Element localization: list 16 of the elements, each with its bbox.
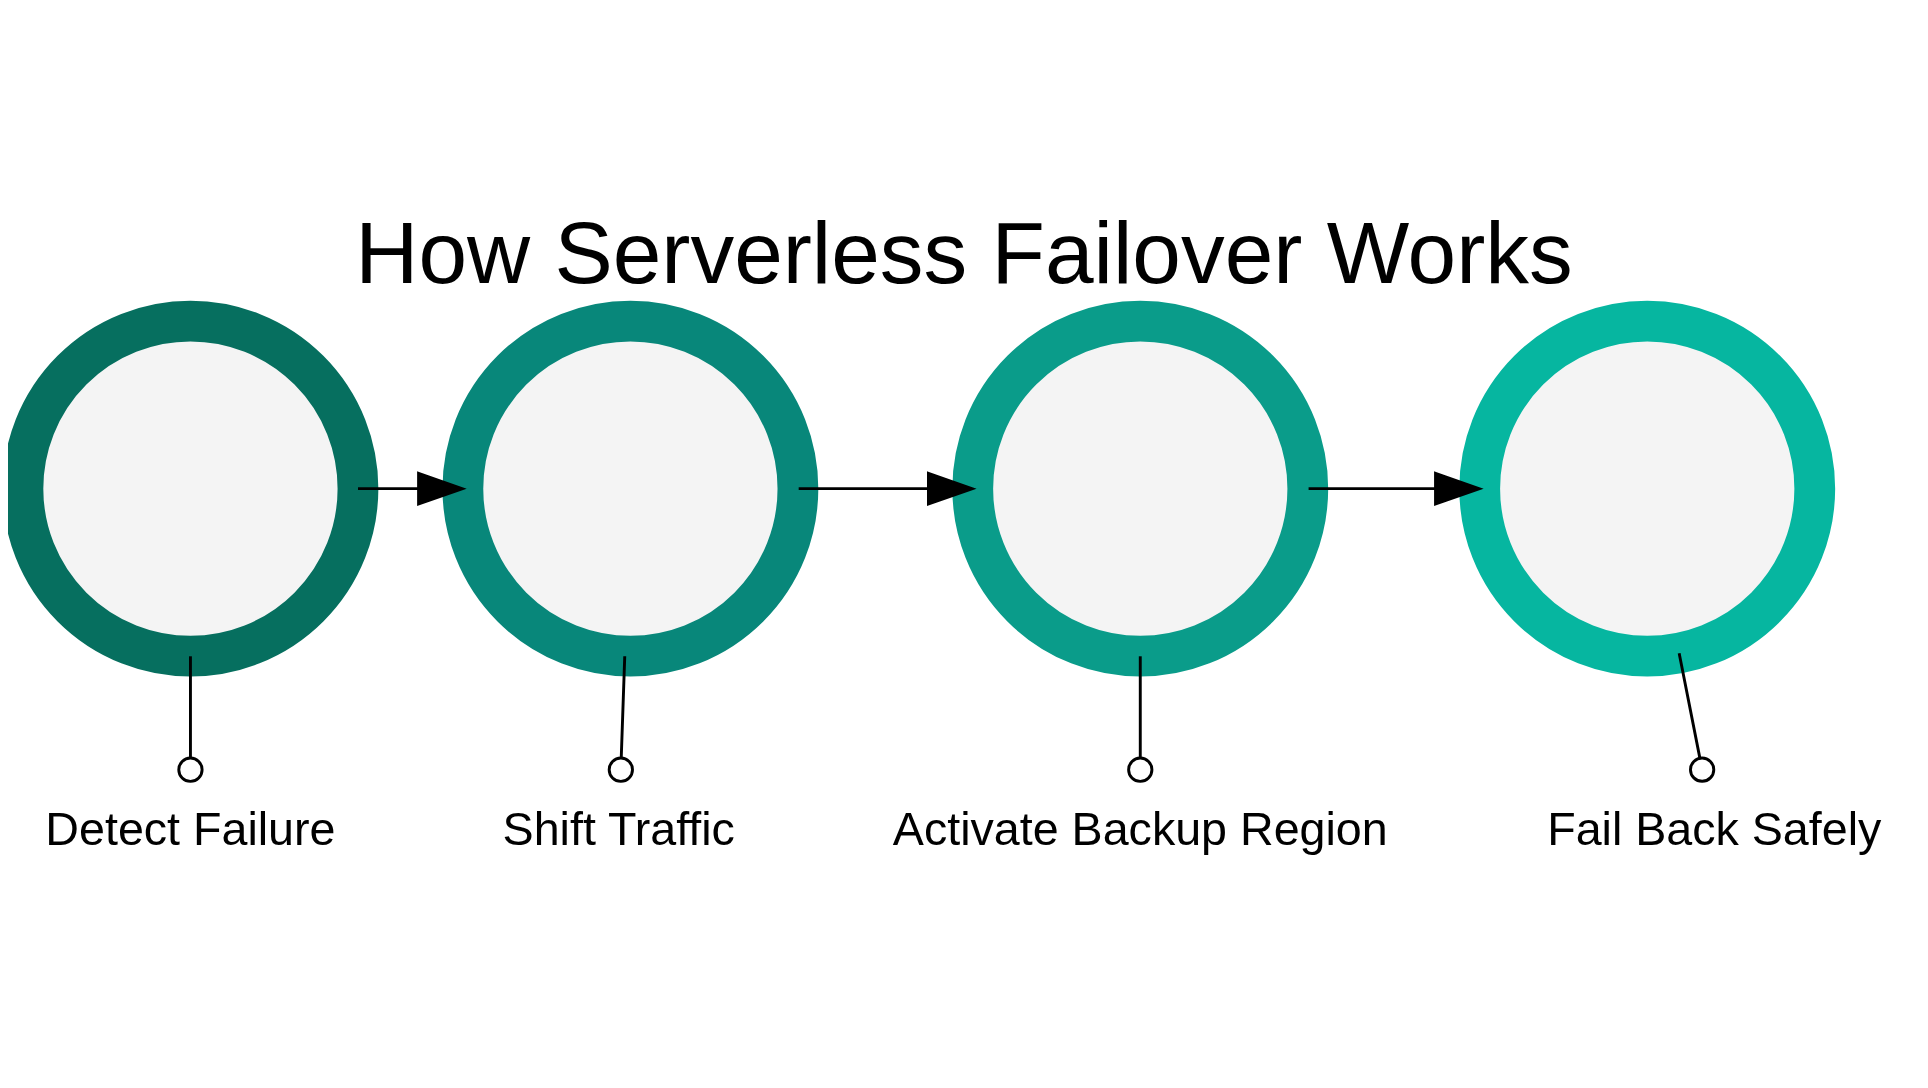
connector	[607, 656, 634, 783]
arrow	[1308, 471, 1484, 506]
node-circle	[1459, 300, 1836, 677]
node-text: Activate Backup Region	[892, 802, 1388, 855]
arrow	[358, 471, 467, 506]
connector	[177, 656, 204, 783]
node-circle	[8, 300, 379, 677]
node-text: Fail Back Safely	[1547, 802, 1882, 855]
node-circle	[442, 300, 819, 677]
connector	[1127, 656, 1154, 783]
connector	[1677, 653, 1716, 783]
node-text: Detect Failure	[45, 802, 336, 855]
node-text: Shift Traffic	[502, 802, 735, 855]
diagram-title: How Serverless Failover Works	[355, 204, 1573, 303]
node-circle	[952, 300, 1329, 677]
arrow	[798, 471, 977, 506]
